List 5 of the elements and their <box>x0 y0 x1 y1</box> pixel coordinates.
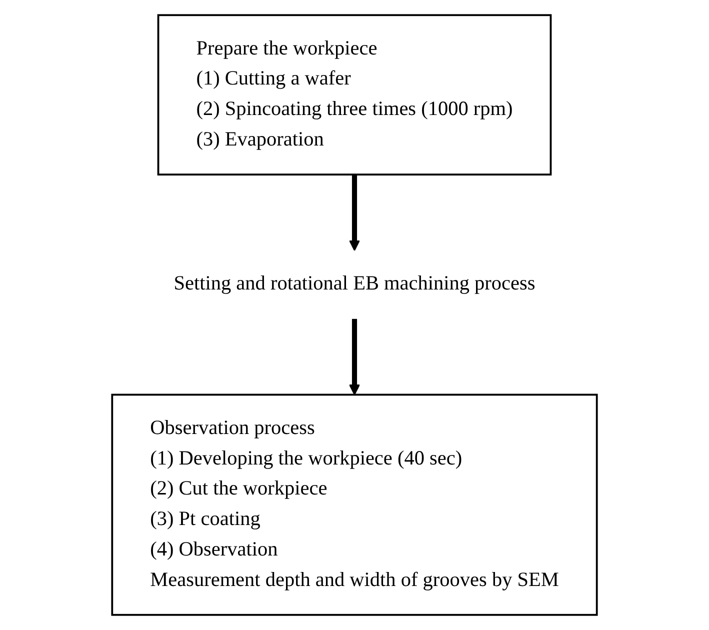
node-box: Observation process (1) Developing the workpiece (40 sec) (2) Cut the workpiece (3) Pt coating (4) Observation Measurement depth and width of grooves by SEM <box>111 394 598 616</box>
node-text: Setting and rotational EB machining process <box>174 273 536 295</box>
node-box: Prepare the workpiece (1) Cutting a wafer (2) Spincoating three times (1000 rpm) (3) Evaporation <box>157 14 552 176</box>
arrow <box>348 318 360 396</box>
arrow <box>348 174 360 251</box>
